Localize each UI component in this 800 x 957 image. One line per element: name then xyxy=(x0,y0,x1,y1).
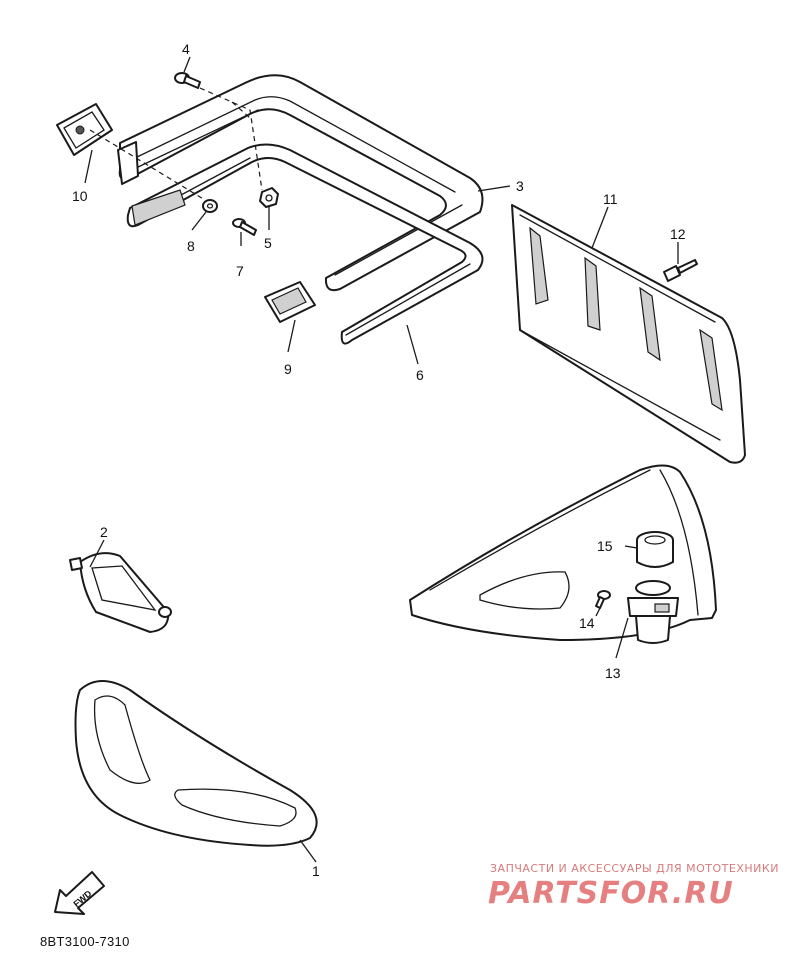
drawing-code: 8BT3100-7310 xyxy=(40,934,130,949)
part-7-bolt xyxy=(232,218,257,236)
part-4-screw xyxy=(174,72,201,89)
fwd-arrow: FWD xyxy=(54,871,105,915)
part-5-nut xyxy=(259,187,279,208)
assembly-line-b xyxy=(89,129,206,201)
callout-2: 2 xyxy=(100,524,108,540)
part-3-rail xyxy=(118,74,484,292)
assembly-line-c xyxy=(231,101,251,119)
part-10-bracket xyxy=(56,103,139,185)
callout-7: 7 xyxy=(236,263,244,279)
callout-6: 6 xyxy=(416,367,424,383)
part-1-cover xyxy=(74,680,318,847)
callout-1: 1 xyxy=(312,863,320,879)
watermark-tagline: ЗАПЧАСТИ И АКСЕССУАРЫ ДЛЯ МОТОТЕХНИКИ xyxy=(490,862,779,875)
callout-4: 4 xyxy=(182,41,190,57)
part-2-bracket xyxy=(69,552,172,633)
callout-9: 9 xyxy=(284,361,292,377)
lower-housing xyxy=(409,464,717,641)
callout-11: 11 xyxy=(603,191,618,207)
assembly-line-a xyxy=(199,87,263,191)
leader-lines xyxy=(84,56,679,863)
part-6-rail-strip xyxy=(126,143,484,345)
part-9-cap xyxy=(264,281,316,323)
part-11-panel xyxy=(511,204,746,464)
callout-13: 13 xyxy=(605,665,621,681)
callout-3: 3 xyxy=(516,178,524,194)
watermark-brand: PARTSFOR.RU xyxy=(488,876,734,911)
callout-5: 5 xyxy=(264,235,272,251)
part-13-holder xyxy=(627,580,679,644)
part-15-grommet xyxy=(636,531,674,568)
part-8-washer xyxy=(202,199,218,213)
part-12-rivet xyxy=(663,259,698,282)
callout-12: 12 xyxy=(670,226,686,242)
callout-14: 14 xyxy=(579,615,595,631)
callout-numbers: 1 2 3 4 5 6 7 8 9 10 11 12 13 14 15 xyxy=(72,41,686,879)
callout-15: 15 xyxy=(597,538,613,554)
callout-8: 8 xyxy=(187,238,195,254)
callout-10: 10 xyxy=(72,188,88,204)
